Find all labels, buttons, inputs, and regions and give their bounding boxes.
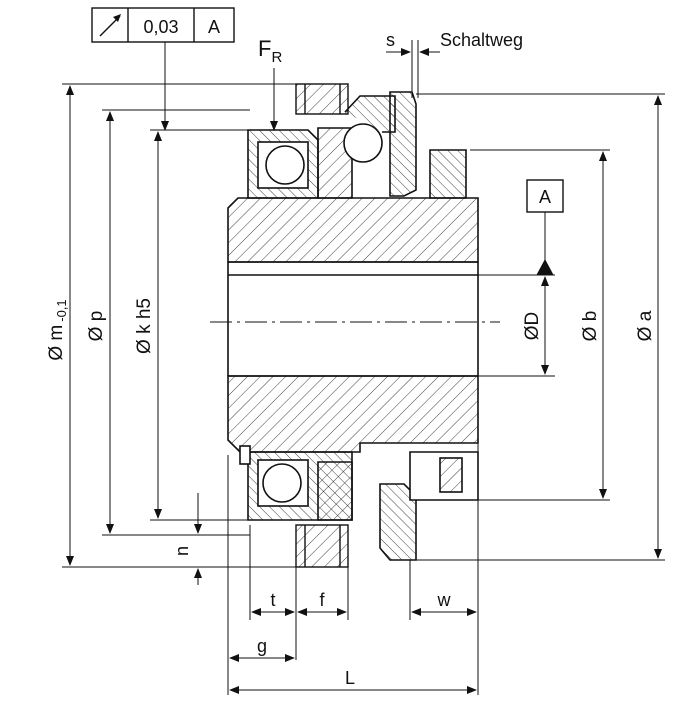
threaded-insert-top [295, 83, 349, 115]
dim-m-label: Ø m-0,1 [46, 299, 69, 360]
runout-arrow-icon [99, 14, 121, 37]
bearing-bottom [239, 445, 353, 521]
force-label: FR [258, 36, 282, 66]
clutch-ring-top [389, 91, 467, 199]
dim-g-label: g [257, 636, 267, 656]
dim-k-label: Ø k h5 [134, 298, 155, 354]
dim-t-label: t [270, 590, 275, 610]
dimension-lines [62, 40, 665, 695]
dim-w-label: w [437, 590, 452, 610]
dim-p-label: Ø p [86, 311, 107, 342]
clutch-ring-bottom [379, 451, 479, 561]
threaded-insert-bottom [295, 524, 349, 568]
dim-D-label: ØD [522, 312, 543, 341]
schaltweg-label: Schaltweg [440, 30, 523, 50]
dim-b-label: Ø b [580, 311, 601, 342]
dim-a-label: Ø a [635, 310, 656, 341]
s-label: s [386, 30, 395, 50]
dim-L-label: L [345, 668, 355, 688]
dim-f-label: f [319, 590, 325, 610]
dim-n-label: n [172, 546, 192, 556]
hub-body [227, 197, 479, 453]
datum-box: A [526, 179, 564, 213]
tolerance-datum: A [208, 17, 220, 37]
tolerance-frame: 0,03 A [91, 7, 235, 43]
datum-label: A [539, 187, 551, 207]
tolerance-value: 0,03 [143, 17, 178, 37]
